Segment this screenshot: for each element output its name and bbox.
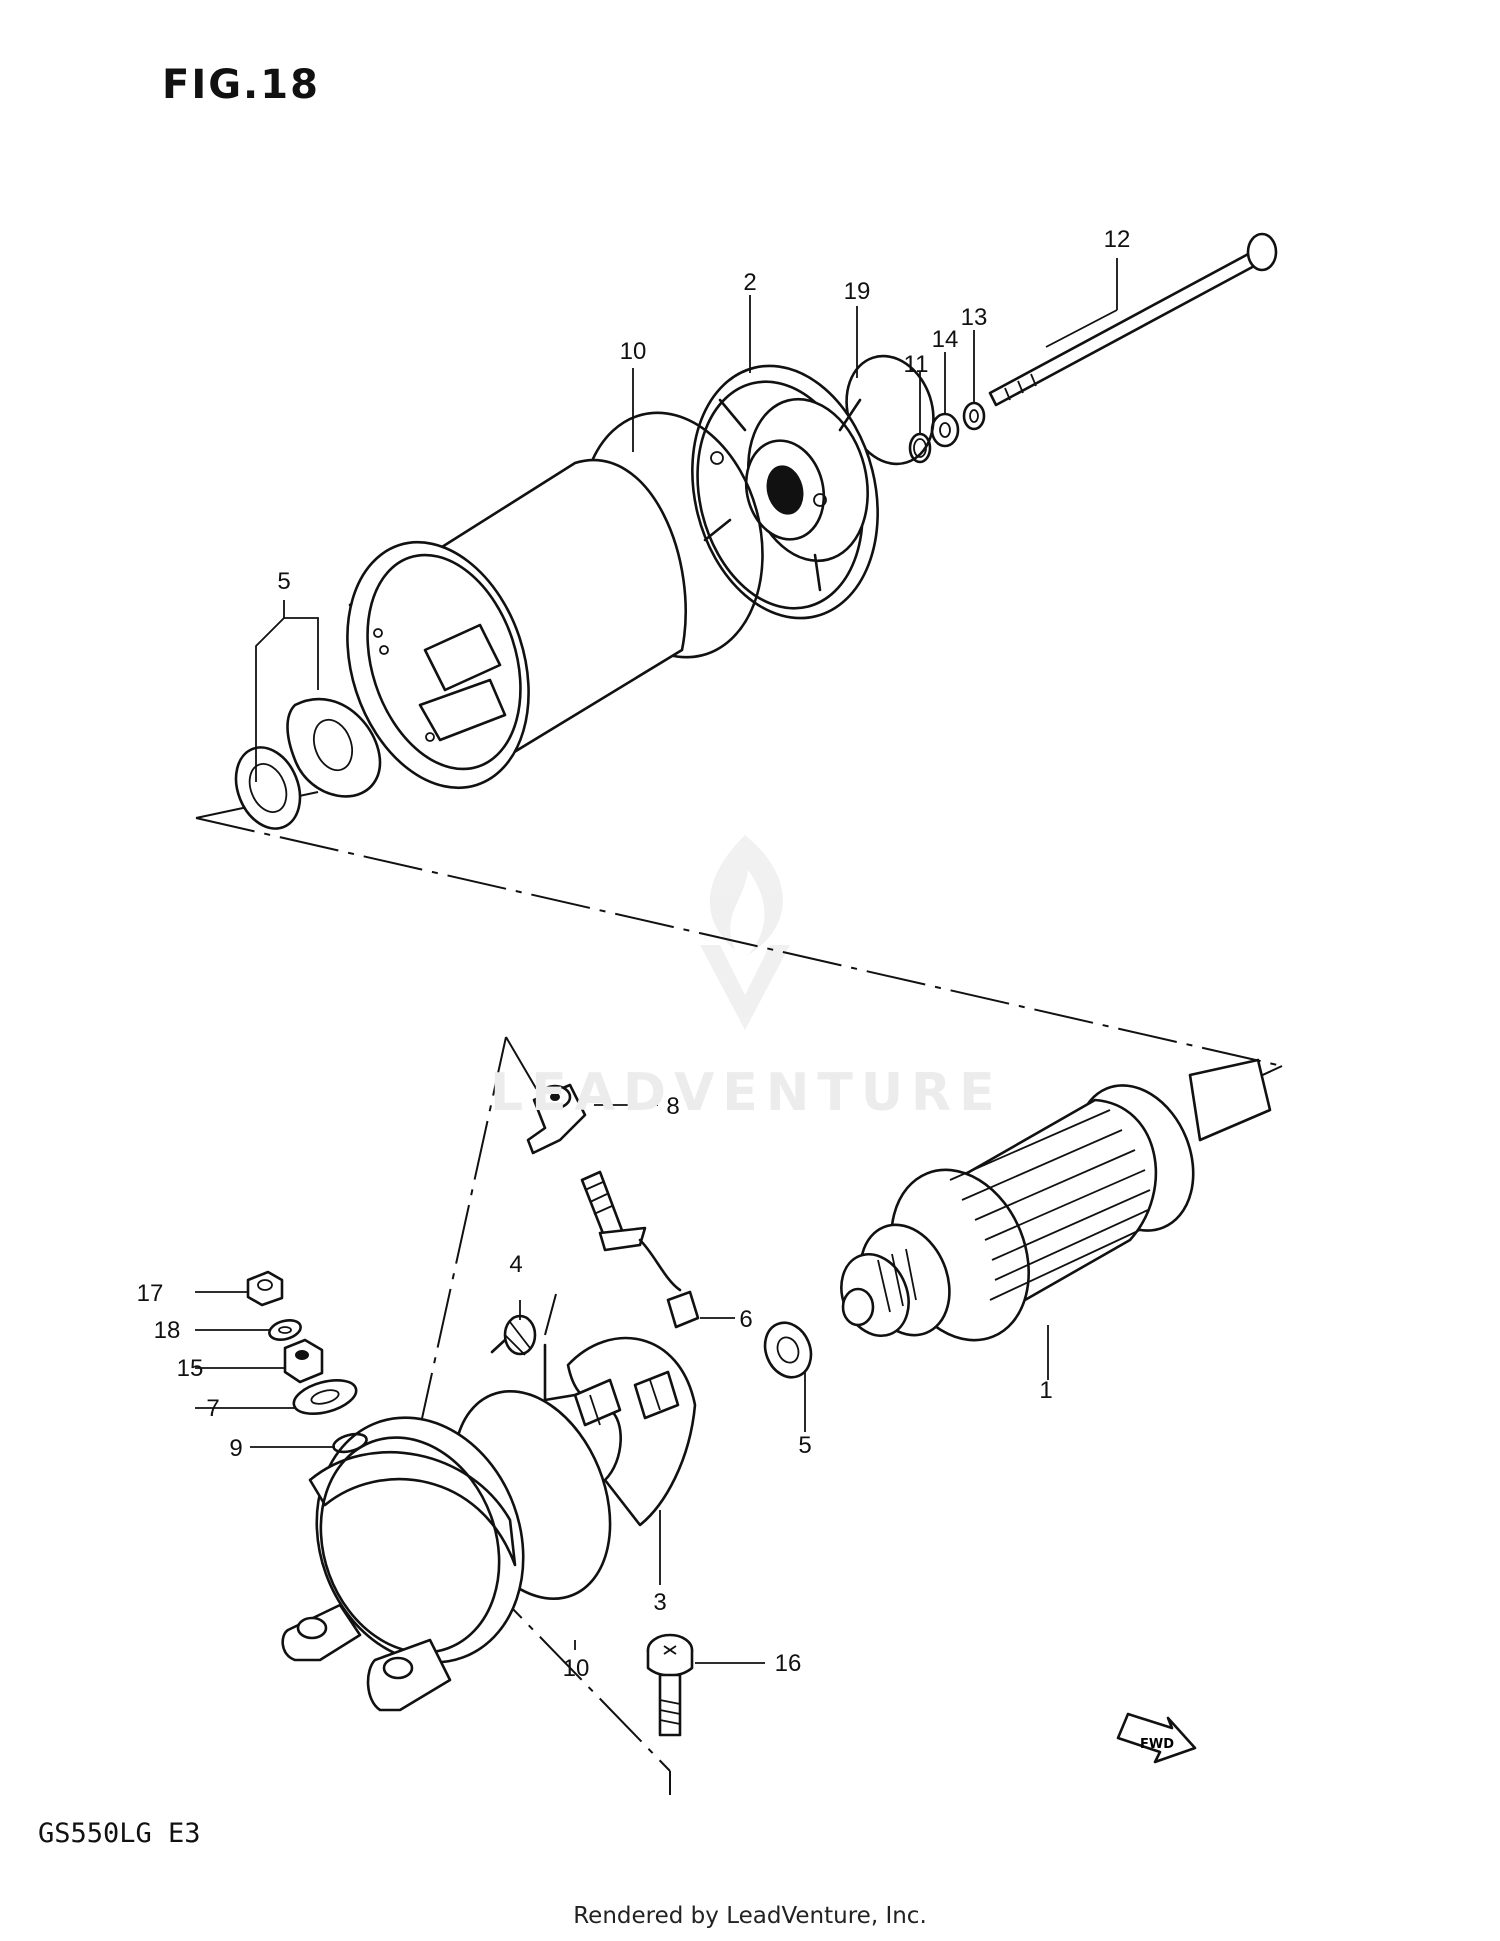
washer-part-13	[962, 401, 986, 431]
yoke-housing	[346, 459, 687, 790]
armature-part-1	[840, 1058, 1272, 1342]
watermark-logo	[700, 835, 790, 1030]
figure-title: FIG.18	[162, 62, 320, 108]
callout-12: 12	[1103, 226, 1131, 253]
callout-11: 11	[903, 351, 929, 378]
callout-4: 4	[509, 1251, 523, 1278]
fwd-arrow-icon: FWD	[1116, 1712, 1197, 1764]
callout-10-lower: 10	[562, 1655, 590, 1682]
nut-part-17	[246, 1270, 284, 1307]
callout-leaders	[195, 258, 1118, 1664]
callout-13: 13	[960, 304, 988, 331]
rear-end-housing	[281, 1416, 525, 1712]
callout-1: 1	[1039, 1377, 1053, 1404]
callout-16: 16	[774, 1650, 802, 1677]
callout-15: 15	[176, 1355, 204, 1382]
callout-5-lower: 5	[798, 1432, 812, 1459]
o-ring-part-11	[908, 432, 932, 464]
fwd-label: FWD	[1140, 1737, 1174, 1752]
end-cover-part-2	[691, 364, 879, 620]
brush-holder-part-3	[543, 1336, 697, 1527]
callout-3: 3	[653, 1589, 667, 1616]
callout-10-upper: 10	[619, 338, 647, 365]
footer-credit: Rendered by LeadVenture, Inc.	[573, 1903, 927, 1929]
insulator-part-8	[526, 1083, 587, 1155]
washer-part-7	[292, 1379, 358, 1415]
washer-part-14	[930, 412, 960, 448]
watermark-text: LEADVENTURE	[490, 1063, 1003, 1123]
callout-17: 17	[136, 1280, 164, 1307]
brush-part-6	[580, 1170, 700, 1329]
washer-part-18	[268, 1319, 302, 1341]
nut-part-15	[283, 1338, 324, 1384]
assembly-guide-lines	[195, 791, 1283, 1795]
washer-part-5-lower	[763, 1321, 813, 1379]
bolt-part-16	[646, 1633, 694, 1737]
callout-8: 8	[666, 1093, 680, 1120]
callout-2: 2	[743, 269, 757, 296]
callout-5-upper: 5	[277, 568, 291, 595]
callout-6: 6	[739, 1306, 753, 1333]
callout-7: 7	[206, 1395, 220, 1422]
spring-part-4	[490, 1314, 537, 1356]
callout-18: 18	[153, 1317, 181, 1344]
callout-9: 9	[229, 1435, 243, 1462]
long-bolt-part-12	[988, 232, 1278, 407]
model-code: GS550LG E3	[38, 1818, 201, 1849]
washer-set-part-5-upper	[234, 697, 382, 830]
callout-19: 19	[843, 278, 871, 305]
callout-14: 14	[931, 326, 959, 353]
